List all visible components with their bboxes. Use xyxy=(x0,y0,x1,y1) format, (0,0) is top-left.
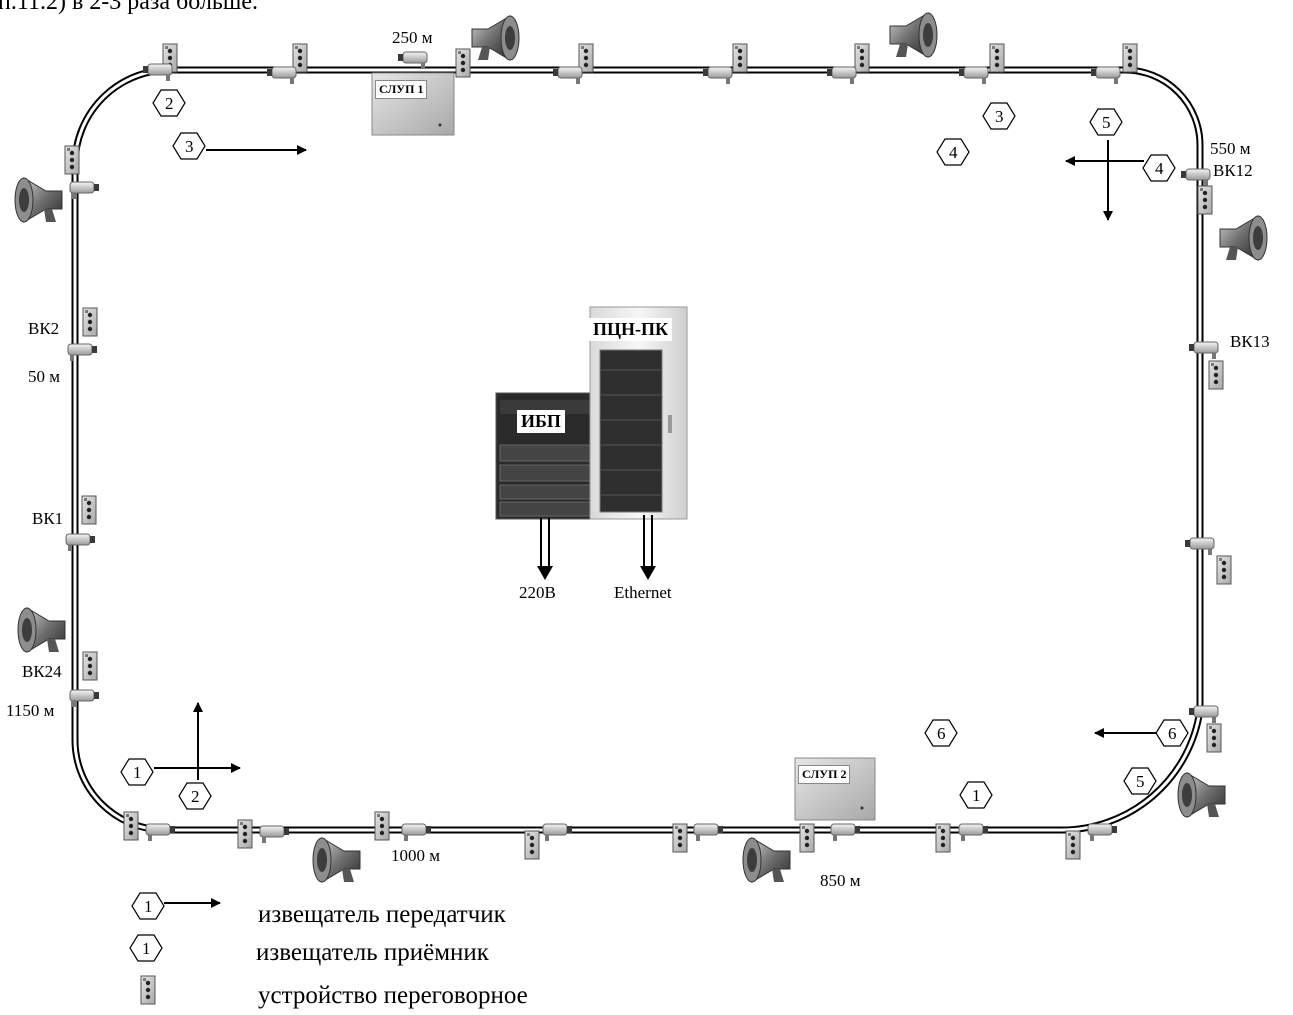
power-label: 220В xyxy=(519,584,556,601)
camera-label-vk2: ВК2 xyxy=(28,320,59,337)
marker-5-top: 5 xyxy=(1102,114,1111,131)
legend-transmitter: извещатель передатчик xyxy=(258,902,506,927)
marker-3-left: 3 xyxy=(185,138,194,155)
marker-2-top: 2 xyxy=(165,95,174,112)
legend-receiver: извещатель приёмник xyxy=(256,940,489,965)
marker-3-right: 3 xyxy=(995,108,1004,125)
distance-1150: 1150 м xyxy=(6,702,54,719)
ethernet-cable xyxy=(640,515,656,580)
legend-intercom: устройство переговорное xyxy=(258,983,528,1008)
distance-250: 250 м xyxy=(392,29,433,46)
marker-1-bottom: 1 xyxy=(972,787,981,804)
header-fragment: п.11.2) в 2-3 раза больше. xyxy=(0,0,258,14)
ups-label: ИБП xyxy=(517,410,565,433)
marker-4-right: 4 xyxy=(1155,160,1164,177)
marker-2-bottom: 2 xyxy=(191,788,200,805)
camera-label-vk1: ВК1 xyxy=(32,510,63,527)
marker-4-center: 4 xyxy=(949,144,958,161)
camera-label-vk24: ВК24 xyxy=(22,663,62,680)
distance-1000: 1000 м xyxy=(391,847,440,864)
slup2-label: СЛУП 2 xyxy=(798,765,850,784)
ethernet-label: Ethernet xyxy=(614,584,672,601)
distance-50: 50 м xyxy=(28,368,60,385)
camera-label-vk12: ВК12 xyxy=(1213,162,1253,179)
top-equipment-row xyxy=(143,44,1137,84)
legend-marker-transmitter: 1 xyxy=(144,898,153,915)
left-equipment-column xyxy=(65,146,99,707)
right-equipment-column xyxy=(1181,169,1231,752)
power-cable xyxy=(537,518,553,580)
slup1-label: СЛУП 1 xyxy=(375,80,427,99)
marker-6-right: 6 xyxy=(1168,725,1177,742)
distance-850: 850 м xyxy=(820,872,861,889)
marker-6-center: 6 xyxy=(937,725,946,742)
pcn-label: ПЦН-ПК xyxy=(589,318,672,341)
bottom-equipment-row xyxy=(124,812,1117,859)
legend-marker-receiver: 1 xyxy=(142,940,151,957)
camera-label-vk13: ВК13 xyxy=(1230,333,1270,350)
distance-550: 550 м xyxy=(1210,140,1251,157)
marker-5-bottom: 5 xyxy=(1136,773,1145,790)
marker-1-left: 1 xyxy=(133,764,142,781)
